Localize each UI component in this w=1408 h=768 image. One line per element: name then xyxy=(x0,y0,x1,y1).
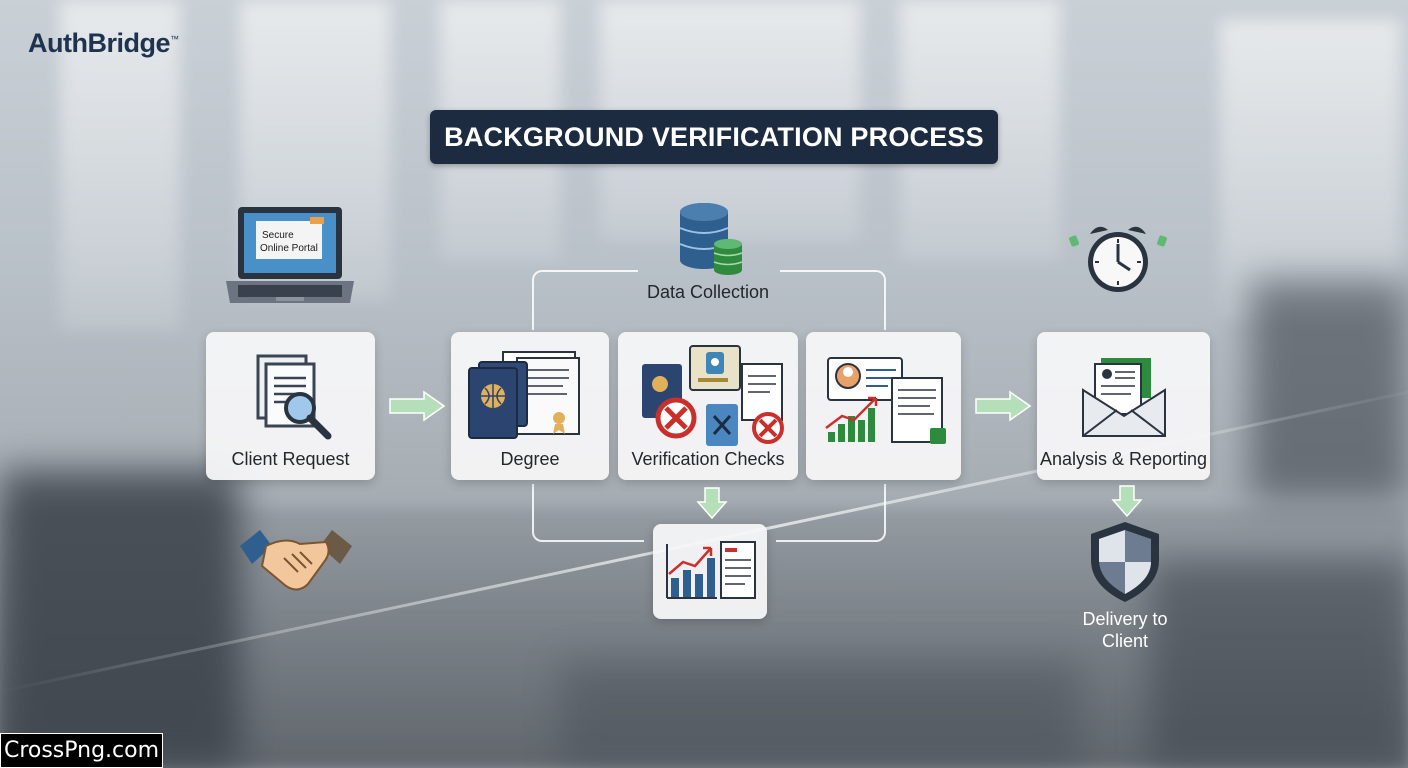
data-collection-label: Data Collection xyxy=(646,282,770,302)
profile-growth-icon xyxy=(825,357,946,444)
passport-certificate-icon xyxy=(468,351,580,439)
delivery-line1: Delivery to xyxy=(1082,609,1168,629)
stopwatch-icon xyxy=(1069,226,1167,292)
shield-icon xyxy=(1091,522,1159,602)
step-card-analysis-reporting: Analysis & Reporting xyxy=(1037,332,1210,480)
arrow-down-icon xyxy=(1111,485,1143,518)
step-card-degree: Degree xyxy=(451,332,609,480)
database-icon xyxy=(679,203,743,275)
trademark-mark: ™ xyxy=(169,34,179,44)
step-card-profile-analysis xyxy=(806,332,961,480)
brand-name: AuthBridge xyxy=(28,28,170,58)
laptop-text-line1: Secure xyxy=(262,230,294,241)
report-chart-card xyxy=(653,524,767,619)
page-title: BACKGROUND VERIFICATION PROCESS xyxy=(430,110,998,164)
delivery-to-client-label: Delivery to Client xyxy=(1060,608,1190,652)
step-label: Analysis & Reporting xyxy=(1039,449,1208,469)
connector-top-left xyxy=(532,270,638,330)
connector-top-right xyxy=(780,270,886,330)
arrow-right-icon xyxy=(975,390,1032,422)
step-label: Verification Checks xyxy=(631,449,785,469)
arrow-right-icon xyxy=(389,390,446,422)
step-card-client-request: Client Request xyxy=(206,332,375,480)
arrow-down-icon xyxy=(696,487,728,520)
document-search-icon xyxy=(256,354,332,440)
step-card-verification-checks: Verification Checks xyxy=(618,332,798,480)
delivery-line2: Client xyxy=(1101,631,1149,651)
verification-checks-icon xyxy=(642,345,784,446)
laptop-icon: Secure Online Portal xyxy=(226,207,354,303)
connector-bottom-right xyxy=(776,484,886,542)
brand-logo: AuthBridge™ xyxy=(28,28,179,59)
connector-bottom-left xyxy=(532,484,644,542)
step-label: Degree xyxy=(500,449,560,469)
envelope-report-icon xyxy=(1082,358,1166,437)
laptop-text-line2: Online Portal xyxy=(260,243,318,254)
watermark: CrossPng.com xyxy=(0,733,163,768)
bar-chart-report-icon xyxy=(666,541,756,599)
step-label: Client Request xyxy=(231,449,350,469)
handshake-icon xyxy=(240,530,352,591)
